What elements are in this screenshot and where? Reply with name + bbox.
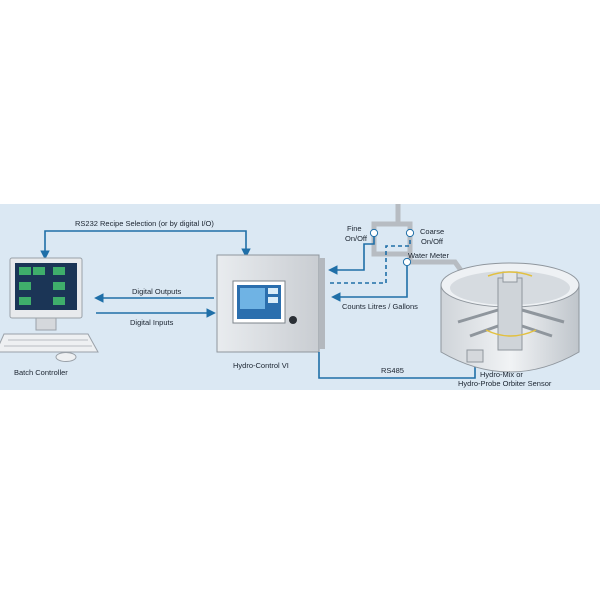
fine-label-line2: On/Off	[345, 234, 368, 243]
rs232-label: RS232 Recipe Selection (or by digital I/…	[75, 219, 214, 228]
counts-line	[331, 266, 408, 302]
rs232-connector	[40, 230, 251, 260]
rs485-line	[318, 352, 476, 379]
coarse-valve-line	[330, 236, 411, 284]
fine-valve-line	[328, 236, 375, 275]
control-box-icon	[216, 254, 325, 353]
water-meter-icon	[402, 257, 412, 267]
mixer-label-line2: Hydro-Probe Orbiter Sensor	[458, 379, 552, 388]
batch-controller-label: Batch Controller	[14, 368, 68, 377]
counts-label: Counts Litres / Gallons	[342, 302, 418, 311]
computer-icon	[0, 257, 99, 362]
coarse-label-line1: Coarse	[420, 227, 444, 236]
sensor-icon	[466, 349, 484, 363]
digital-outputs-label: Digital Outputs	[132, 287, 181, 296]
fine-label-line1: Fine	[347, 224, 362, 233]
mixer-label-line1: Hydro-Mix or	[480, 370, 523, 379]
mixer-icon	[440, 262, 580, 373]
digital-inputs-label: Digital Inputs	[130, 318, 174, 327]
water-meter-label: Water Meter	[408, 251, 449, 260]
hydro-control-label: Hydro-Control VI	[233, 361, 289, 370]
coarse-label-line2: On/Off	[421, 237, 444, 246]
rs485-label: RS485	[381, 366, 404, 375]
